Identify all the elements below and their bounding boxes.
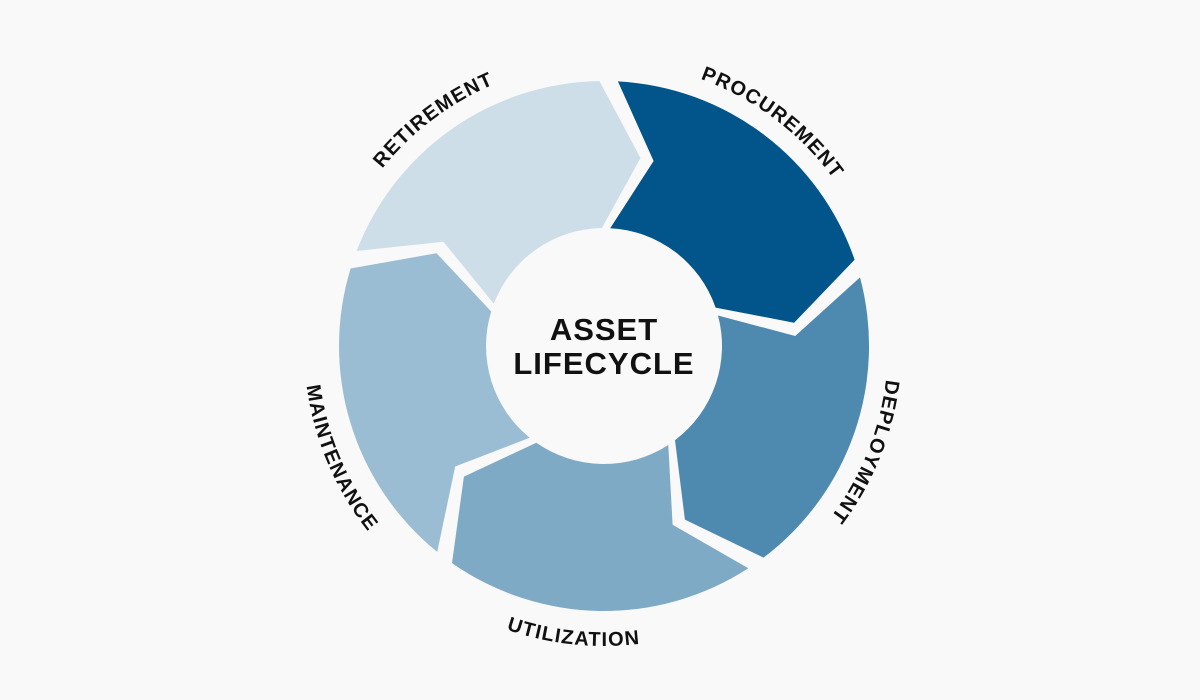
segment-procurement bbox=[610, 81, 855, 323]
center-title-line1: ASSET bbox=[550, 312, 658, 347]
stage-label-utilization: UTILIZATION bbox=[505, 613, 641, 651]
segment-utilization bbox=[452, 442, 749, 611]
center-title-line2: LIFECYCLE bbox=[513, 346, 694, 381]
segment-retirement bbox=[356, 81, 641, 304]
center-circle bbox=[488, 230, 720, 462]
segment-maintenance bbox=[339, 253, 530, 552]
cycle-segments bbox=[339, 81, 870, 611]
segment-deployment bbox=[675, 277, 870, 558]
